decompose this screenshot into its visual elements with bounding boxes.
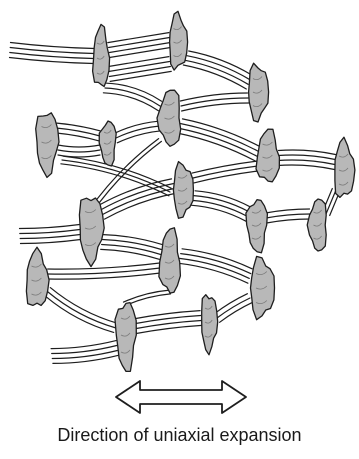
fibril-strand [278,155,335,160]
node-7 [335,137,355,197]
fibril-strand [266,214,310,218]
fibril-strand [194,171,259,183]
fibril-strand [108,57,169,67]
fibril-strand [266,209,310,213]
fibril-strand [195,191,250,207]
fibril-strand [135,311,200,319]
diagram-caption: Direction of uniaxial expansion [0,425,359,446]
node-6 [256,129,279,182]
node-shape [159,228,181,293]
fibril-strand [109,38,170,48]
fibril-strand [124,290,170,302]
fibril-strand [108,33,169,43]
fibril-strand [57,123,101,131]
fibril-strand [110,47,171,57]
node-0 [93,24,110,86]
fibril-strand [46,296,114,332]
double-arrow-icon [116,381,246,413]
fibril-strand [50,288,118,324]
fibril-strand [103,93,158,111]
fibril-strand [279,150,336,155]
node-10 [246,200,268,253]
node-3 [36,113,59,178]
node-14 [251,256,275,319]
node-12 [159,228,181,293]
node-shape [26,247,49,305]
fibril-strand [214,294,247,314]
node-16 [115,303,136,372]
node-15 [202,295,218,355]
node-1 [170,11,188,70]
node-11 [307,199,326,251]
node-shape [251,256,275,319]
fibril-strand [48,292,116,328]
node-shape [157,90,181,146]
node-9 [79,198,104,267]
node-8 [173,162,193,219]
node-shape [36,113,59,178]
node-shape [202,295,218,355]
fibril-strand [109,43,170,53]
node-2 [249,63,269,122]
node-5 [157,90,181,146]
fibril-strand [105,88,160,106]
fibril-strand [58,150,100,152]
node-shape [93,24,110,86]
node-4 [99,121,116,166]
node-shape [307,199,326,251]
node-13 [26,247,49,305]
fibril-strand [21,240,81,244]
fibril-strand [109,67,170,77]
fibril-strand [20,235,80,239]
node-shape [115,303,136,372]
fibril-strand [278,165,335,170]
fibril-strand [110,71,171,81]
node-shape [79,198,104,267]
fibril-strand [191,205,246,221]
fibril-strand [63,156,171,188]
fibril-strand [181,124,259,152]
fibril-strand [58,145,100,147]
fibril-strand [20,225,80,229]
fibril-strand [179,128,257,156]
fibril-strand [326,190,336,214]
fibril-strand [183,119,261,147]
node-shape [335,137,355,197]
fibril-strand [178,133,256,161]
node-shape [99,121,116,166]
fibril-strand [48,263,160,269]
fibril-strand [125,294,171,306]
node-shape [256,129,279,182]
fibril-strand [267,219,311,223]
fibril-strand [192,200,247,216]
fibril-strand [109,62,170,72]
fibril-strand [11,43,95,49]
fibril-strand [20,230,80,234]
fibril-strand [194,196,249,212]
node-shape [170,11,188,70]
fibril-strand [278,160,335,165]
fibril-strand [101,249,160,259]
node-shape [173,162,193,219]
